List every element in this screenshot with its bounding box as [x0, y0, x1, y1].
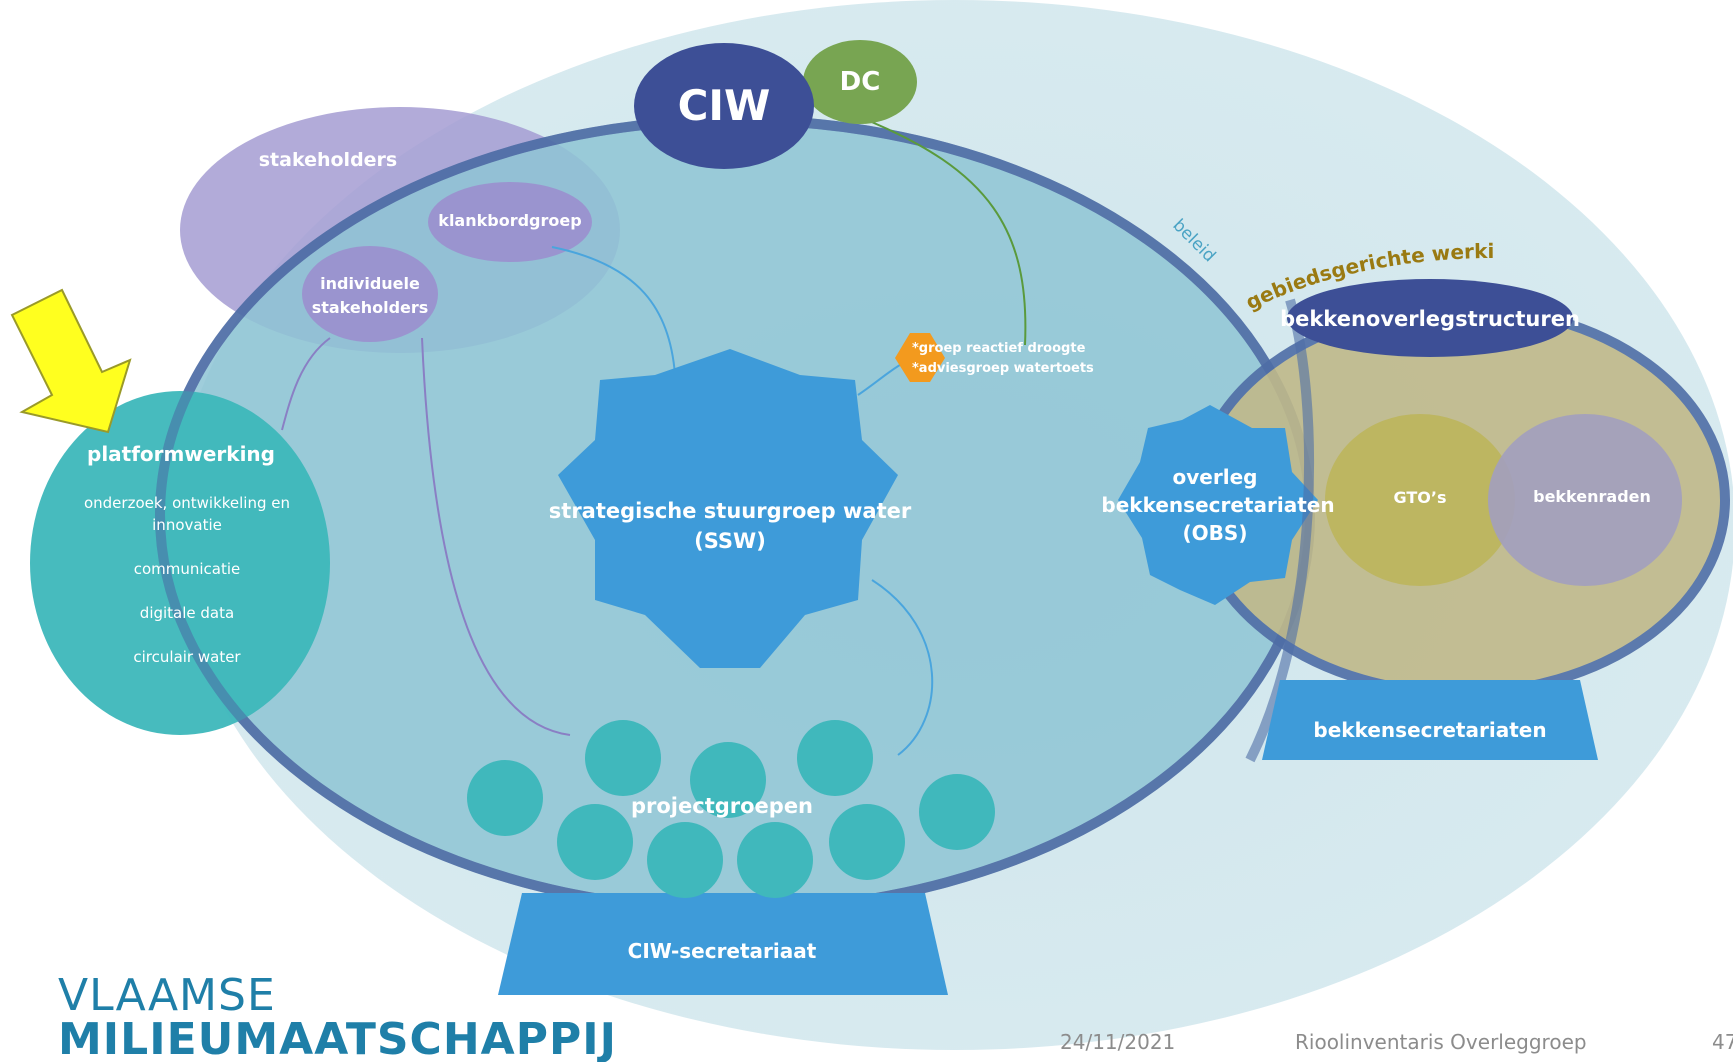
individuele-stakeholders-label-1: individuele — [320, 274, 420, 293]
bekkenraden-circle — [1488, 414, 1682, 586]
connector-individuele-platform — [281, 337, 331, 431]
platform-item-onderzoek-2: innovatie — [152, 516, 222, 534]
ciw-ellipse — [634, 43, 814, 169]
projectgroep-circle — [829, 804, 905, 880]
projectgroep-circle — [919, 774, 995, 850]
footer-title: Rioolinventaris Overleggroep — [1295, 1030, 1587, 1054]
gtos-circle — [1325, 414, 1515, 586]
ciw-secretariaat-label: CIW-secretariaat — [628, 939, 817, 963]
bekkenoverlegstructuren-pill — [1287, 279, 1573, 357]
platform-item-communicatie: communicatie — [134, 560, 241, 578]
bekkenoverlegstructuren-label: bekkenoverlegstructuren — [1280, 307, 1580, 331]
platform-item-circulair-water: circulair water — [133, 648, 241, 666]
platform-item-onderzoek-1: onderzoek, ontwikkeling en — [84, 494, 290, 512]
individuele-stakeholders-ellipse — [302, 246, 438, 342]
footer-page-number: 47 — [1712, 1030, 1733, 1054]
platform-item-digitale-data: digitale data — [140, 604, 234, 622]
connector-individuele-projectgroepen — [421, 337, 571, 736]
stakeholders-title: stakeholders — [259, 149, 397, 171]
obs-label-1: overleg — [1173, 465, 1258, 489]
arrow-icon — [10, 288, 132, 434]
connector-dc-groups — [861, 117, 1027, 346]
main-circle-right-arc — [1245, 298, 1315, 763]
projectgroep-circle — [585, 720, 661, 796]
platformwerking-title: platformwerking — [87, 442, 275, 466]
obs-gear — [1118, 405, 1318, 605]
ssw-gear — [558, 349, 898, 668]
groups-hexagon-icon — [895, 333, 945, 382]
dc-ellipse — [803, 40, 917, 124]
groups-note-2: *adviesgroep watertoets — [912, 361, 1094, 376]
projectgroep-circle — [647, 822, 723, 898]
connector-ssw-projectgroepen — [871, 579, 934, 756]
ciw-label: CIW — [678, 81, 771, 130]
bekkenraden-label: bekkenraden — [1533, 487, 1651, 506]
projectgroepen-cluster — [467, 720, 995, 898]
ciw-secretariaat-base — [498, 893, 948, 995]
platformwerking-circle — [30, 391, 330, 735]
projectgroepen-label: projectgroepen — [631, 794, 813, 818]
projectgroep-circle — [797, 720, 873, 796]
dc-label: DC — [840, 67, 881, 97]
projectgroep-circle — [557, 804, 633, 880]
bekkensecretariaten-label: bekkensecretariaten — [1313, 718, 1546, 742]
projectgroep-circle — [737, 822, 813, 898]
klankbordgroep-label: klankbordgroep — [438, 211, 581, 230]
connector-klankbord-ssw — [551, 246, 676, 376]
projectgroep-circle — [690, 742, 766, 818]
klankbordgroep-ellipse — [428, 182, 592, 262]
projectgroep-circle — [467, 760, 543, 836]
obs-label-2: bekkensecretariaten — [1101, 493, 1334, 517]
bekkensecretariaten-base — [1262, 680, 1598, 760]
groups-note-1: *groep reactief droogte — [912, 341, 1086, 356]
individuele-stakeholders-label-2: stakeholders — [312, 298, 429, 317]
brand-line-1: VLAAMSE — [58, 970, 276, 1021]
brand-line-2: MILIEUMAATSCHAPPIJ — [58, 1014, 617, 1062]
obs-label-3: (OBS) — [1183, 521, 1248, 545]
ssw-label-1: strategische stuurgroep water — [549, 499, 912, 523]
footer-date: 24/11/2021 — [1060, 1030, 1175, 1054]
gtos-label: GTO’s — [1394, 488, 1447, 507]
ssw-label-2: (SSW) — [694, 529, 766, 553]
